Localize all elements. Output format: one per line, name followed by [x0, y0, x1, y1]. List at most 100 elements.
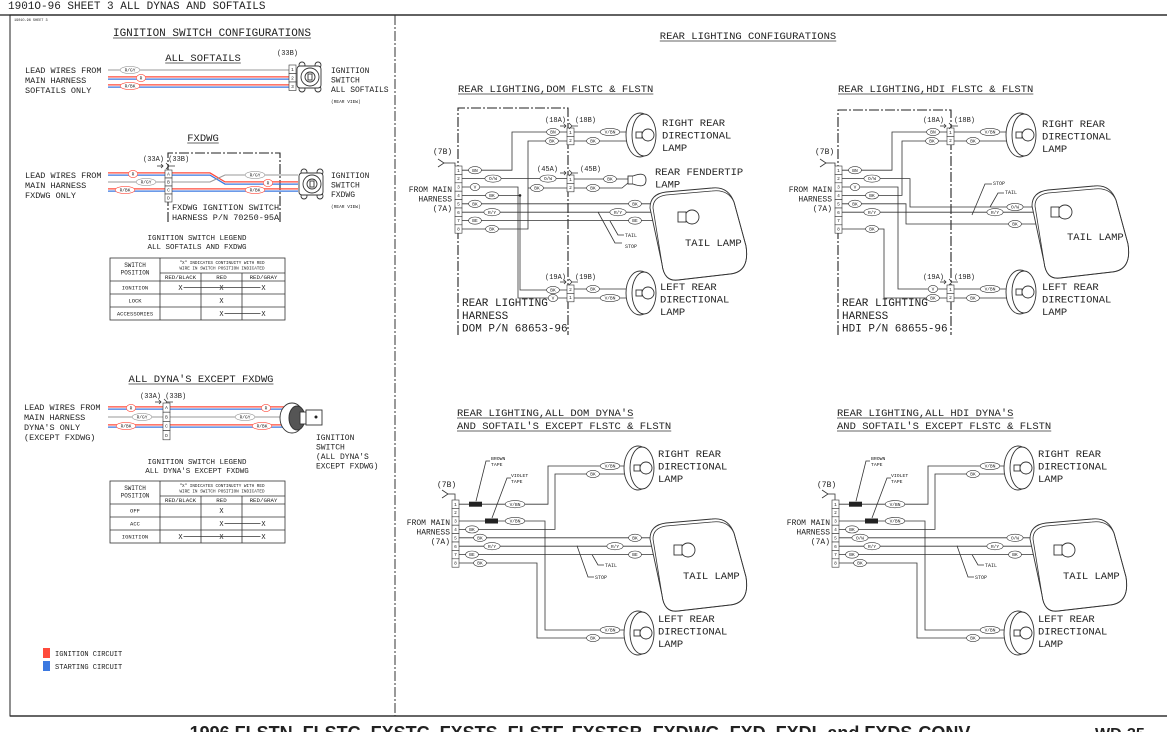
- wire-color-label: BK: [970, 472, 976, 478]
- wire-color-tag: [468, 216, 482, 225]
- harness-label: REAR LIGHTING: [842, 298, 928, 310]
- footer-title: 1996 FLSTN, FLSTC, FXSTC, FXSTS, FLSTF, …: [190, 723, 971, 732]
- wire: [871, 477, 891, 519]
- wire-color-label: R/BK: [121, 424, 132, 430]
- pin-number: B: [165, 414, 168, 420]
- wire-color-label: R/BK: [257, 424, 268, 430]
- view-note: (REAR VIEW): [331, 204, 361, 210]
- ignition-switch-icon: [279, 402, 323, 434]
- connector-cavity: [946, 293, 955, 303]
- directional-lamp-icon: [1005, 112, 1037, 158]
- connector-cavity: [831, 558, 840, 568]
- lamp-label: LEFT REAR: [660, 282, 717, 294]
- wire-color-tag: [484, 174, 502, 183]
- from-main-label: FROM MAIN: [789, 186, 832, 195]
- row-label: IGNITION: [122, 534, 148, 541]
- wire-color-label: BK: [970, 296, 976, 302]
- connector: 21: [566, 284, 575, 303]
- tail-lamp-lens-edge: [652, 521, 748, 612]
- wire-color-tag: [599, 462, 621, 470]
- switch-key-slot: [309, 180, 315, 188]
- wire-color-label: V: [552, 296, 555, 302]
- wire-color-tag: [136, 74, 147, 82]
- wire-color-tag: [260, 404, 271, 412]
- pin-number: 2: [454, 510, 457, 516]
- wire: [491, 477, 511, 519]
- column-header: RED: [216, 497, 227, 504]
- table-border: [109, 257, 286, 321]
- lamp-bulb: [639, 626, 653, 640]
- wire: [459, 549, 676, 556]
- connector: 123: [288, 64, 297, 91]
- wire: [839, 465, 1012, 505]
- wire-color-tag: [979, 462, 1001, 470]
- rear-lighting-dom-flstc-flstn: REAR LIGHTING,DOM FLSTC & FLSTN(7B)12345…: [409, 84, 748, 336]
- wire-color-tag: [128, 170, 139, 178]
- view-note: (REAR VIEW): [331, 99, 361, 105]
- wire-color-label: BE: [472, 218, 478, 224]
- lamp-label: DIRECTIONAL: [1042, 132, 1111, 144]
- wire-color-tag: [979, 128, 1001, 136]
- wire-color-label: BK: [849, 552, 855, 558]
- wire: [842, 131, 947, 171]
- pin-number: 2: [949, 138, 952, 144]
- tail-lamp-bulb: [1057, 204, 1073, 220]
- tail-label: TAIL: [625, 233, 637, 239]
- pin-number: 1: [949, 130, 952, 136]
- pin-number: 1: [569, 295, 572, 301]
- directional-lamp-icon: [623, 610, 655, 656]
- from-main-label: HARNESS: [418, 196, 452, 205]
- connector-id: (18A): [545, 117, 566, 125]
- pin-number: 5: [837, 201, 840, 207]
- wire-color-label: BK: [489, 193, 495, 199]
- row-label: ACCESSORIES: [117, 311, 154, 318]
- wire-color-tag: [845, 550, 859, 559]
- panel-title: REAR LIGHTING,ALL HDI DYNA'S: [837, 408, 1013, 420]
- pin-number: 2: [834, 510, 837, 516]
- wire: [462, 186, 567, 299]
- tape-label: VIOLET: [891, 473, 908, 479]
- wire-color-label: BK: [477, 561, 483, 567]
- connector-cavity: [451, 558, 460, 568]
- wire-color-tag: [850, 183, 861, 191]
- wire-color-tag: [244, 186, 266, 194]
- wire: [834, 493, 836, 500]
- wire-color-tag: [1006, 203, 1024, 211]
- wire-color-label: R/GY: [125, 68, 136, 74]
- wire: [842, 186, 947, 290]
- wire-color-tag: [586, 634, 600, 642]
- continuity-mark: X: [261, 521, 266, 529]
- wire-color-tag: [485, 225, 499, 233]
- pin-number: 3: [834, 519, 837, 525]
- connector-id: (7B): [437, 481, 456, 490]
- from-main-label: (7A): [431, 538, 450, 547]
- wire-color-tag: [845, 525, 859, 534]
- wire-color-label: BK: [549, 139, 555, 145]
- bulb-base: [627, 175, 634, 185]
- mating-arrow-icon: [158, 399, 162, 405]
- wire-color-tag: [546, 286, 560, 294]
- from-main-label: (7A): [813, 205, 832, 214]
- continuity-mark: X: [219, 521, 224, 529]
- wire-color-tag: [628, 550, 642, 559]
- lamp-label: TAIL LAMP: [1067, 232, 1124, 244]
- lamp-label: TAIL LAMP: [685, 238, 742, 250]
- panel-title: REAR LIGHTING,ALL DOM DYNA'S: [457, 408, 633, 420]
- wire-color-tag: [628, 216, 642, 225]
- wire-color-label: R/Y: [868, 210, 876, 216]
- row-label: ACC: [130, 521, 141, 528]
- lamp-socket: [633, 464, 641, 472]
- mating-arrow-icon: [568, 169, 573, 174]
- lamp-label: REAR FENDERTIP: [655, 167, 743, 179]
- wire: [591, 554, 604, 566]
- wire-color-label: V/BN: [510, 502, 521, 508]
- pin-number: 1: [569, 177, 572, 183]
- switch-label: SWITCH: [331, 182, 360, 191]
- wire-color-tag: [926, 294, 940, 302]
- lamp-bulb: [641, 286, 655, 300]
- pin-number: 7: [454, 552, 457, 558]
- wire-color-label: BK: [590, 472, 596, 478]
- directional-lamp-icon: [1003, 610, 1035, 656]
